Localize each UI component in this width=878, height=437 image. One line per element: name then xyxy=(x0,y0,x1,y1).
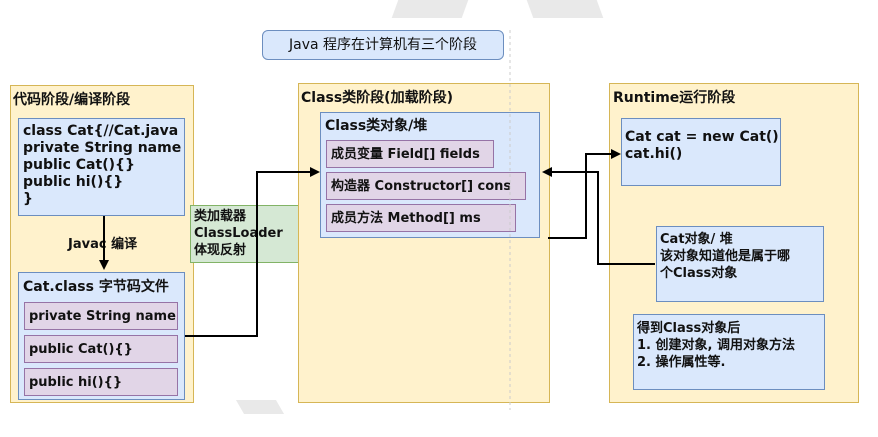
runtime-code-line: cat.hi() xyxy=(625,146,683,162)
runtime-code-box: Cat cat = new Cat() cat.hi() xyxy=(621,118,781,186)
class-constructors: 构造器 Constructor[] cons xyxy=(326,172,526,200)
cat-object-box: Cat对象/ 堆 该对象知道他是属于哪 个Class对象 xyxy=(656,226,824,302)
note-line: 得到Class对象后 xyxy=(637,321,741,336)
javac-label: Javac 编译 xyxy=(68,236,138,253)
class-object-title: Class类对象/堆 xyxy=(325,118,428,134)
class-fields: 成员变量 Field[] fields xyxy=(326,140,494,168)
classloader-line: 体现反射 xyxy=(194,243,247,258)
source-code-box: class Cat{//Cat.java private String name… xyxy=(18,118,185,216)
cat-object-line: Cat对象/ 堆 xyxy=(660,232,733,247)
bytecode-constructor: public Cat(){} xyxy=(24,335,178,363)
classloader-line: 类加载器 xyxy=(194,209,247,224)
watermark-stroke xyxy=(235,400,285,414)
source-phase-label: 代码阶段/编译阶段 xyxy=(13,92,131,108)
source-code-line: class Cat{//Cat.java xyxy=(23,123,179,139)
diagram-title: Java 程序在计算机有三个阶段 xyxy=(262,30,504,60)
note-line: 1. 创建对象, 调用对象方法 xyxy=(637,338,795,353)
source-code-line: public hi(){} xyxy=(23,174,124,190)
class-methods: 成员方法 Method[] ms xyxy=(326,204,516,232)
bytecode-field: private String name xyxy=(24,302,178,330)
cat-object-line: 该对象知道他是属于哪 xyxy=(660,249,791,264)
bytecode-method: public hi(){} xyxy=(24,368,178,396)
source-code-line: public Cat(){} xyxy=(23,157,135,173)
runtime-phase-label: Runtime运行阶段 xyxy=(613,90,736,106)
class-phase-label: Class类阶段(加载阶段) xyxy=(301,90,453,106)
class-usage-note: 得到Class对象后 1. 创建对象, 调用对象方法 2. 操作属性等. xyxy=(633,314,825,390)
classloader-box: 类加载器 ClassLoader 体现反射 xyxy=(190,205,305,263)
watermark-stroke xyxy=(526,0,604,18)
runtime-code-line: Cat cat = new Cat() xyxy=(625,129,779,145)
bytecode-title: Cat.class 字节码文件 xyxy=(23,279,169,295)
note-line: 2. 操作属性等. xyxy=(637,355,726,370)
classloader-line: ClassLoader xyxy=(194,226,283,241)
cat-object-line: 个Class对象 xyxy=(660,266,738,281)
source-code-line: } xyxy=(23,191,33,207)
source-code-line: private String name xyxy=(23,140,182,156)
watermark-stroke xyxy=(391,0,469,18)
